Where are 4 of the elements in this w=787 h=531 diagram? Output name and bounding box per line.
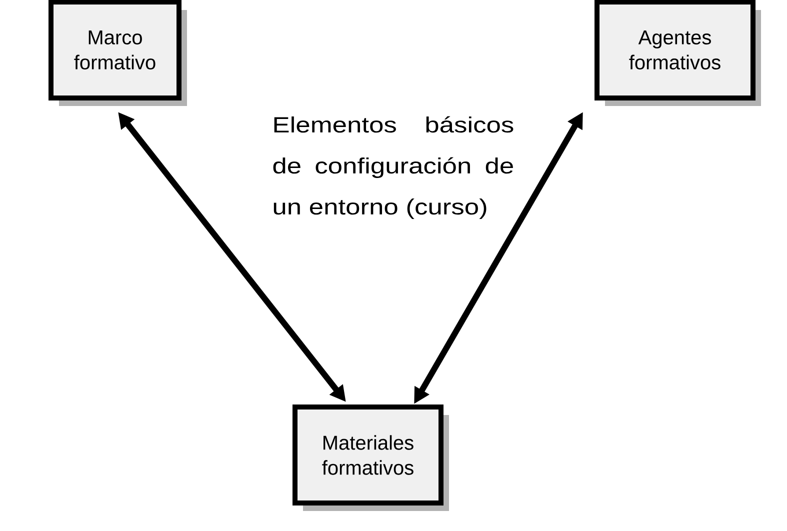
description-text: Elementos básicos de configuración de un entorno (curso) xyxy=(273,116,514,219)
process-box: Agentes formativos xyxy=(594,0,761,106)
process-box: Marco formativo xyxy=(48,0,187,106)
process-box: Materiales formativos xyxy=(292,404,449,511)
